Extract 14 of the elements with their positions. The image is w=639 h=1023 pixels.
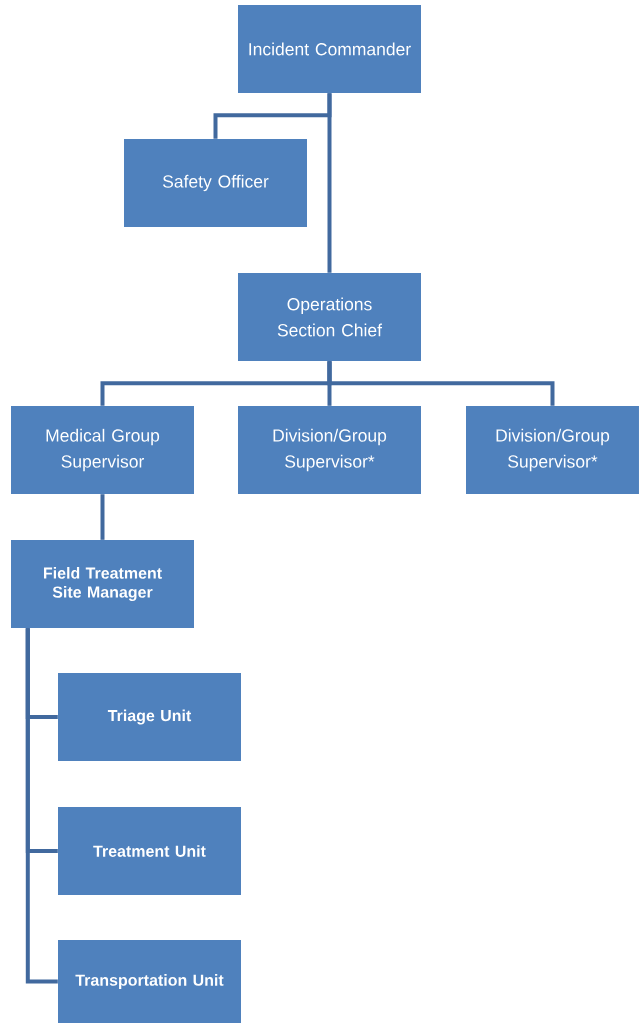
chart-box: Triage Unit bbox=[58, 673, 241, 761]
chart-box: Transportation Unit bbox=[58, 940, 241, 1023]
chart-box: Division/Group Supervisor* bbox=[238, 406, 421, 494]
connector-line bbox=[25, 628, 58, 984]
chart-box: Medical Group Supervisor bbox=[11, 406, 194, 494]
chart-box: Incident Commander bbox=[238, 5, 421, 93]
chart-box: Treatment Unit bbox=[58, 807, 241, 895]
chart-box: Operations Section Chief bbox=[238, 273, 421, 361]
chart-box: Safety Officer bbox=[124, 139, 307, 227]
chart-box: Division/Group Supervisor* bbox=[466, 406, 639, 494]
connector-line bbox=[327, 361, 555, 406]
connector-line bbox=[100, 494, 105, 540]
chart-box: Field Treatment Site Manager bbox=[11, 540, 194, 628]
connector-line bbox=[327, 93, 332, 273]
